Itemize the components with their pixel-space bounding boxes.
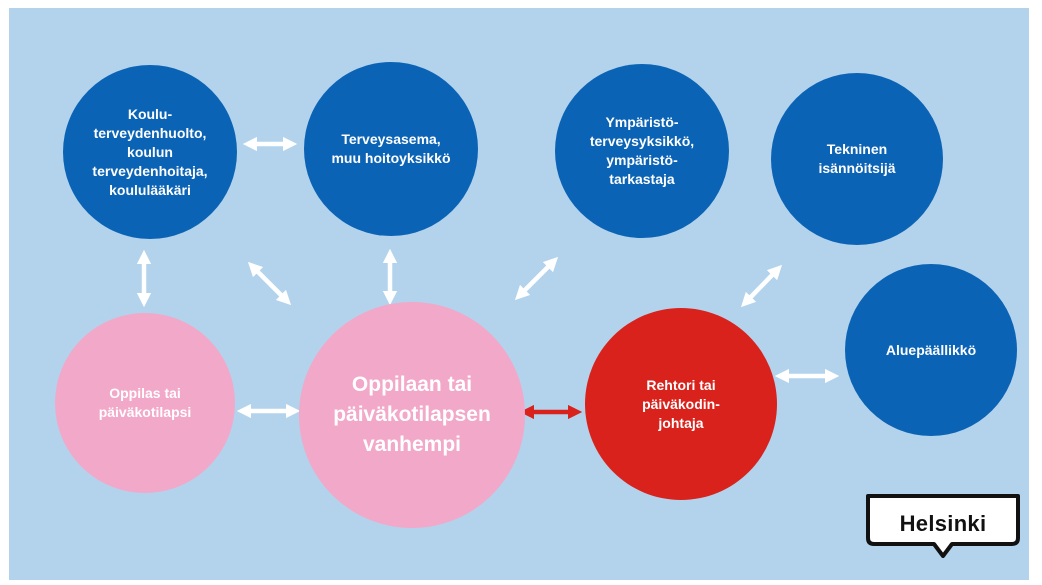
arrow-school-health-to-parent (247, 261, 292, 306)
node-environmental: Ympäristö- terveysyksikkö, ympäristö- ta… (555, 64, 729, 238)
node-parent: Oppilaan tai päiväkotilapsen vanhempi (299, 302, 525, 528)
node-principal: Rehtori tai päiväkodin- johtaja (585, 308, 777, 500)
node-pupil-label: Oppilas tai päiväkotilapsi (98, 385, 192, 420)
node-pupil: Oppilas tai päiväkotilapsi (55, 313, 235, 493)
node-school-health: Koulu- terveydenhuolto, koulun terveyden… (63, 65, 237, 239)
arrow-environmental-to-parent (514, 256, 559, 301)
node-environmental-label: Ympäristö- terveysyksikkö, ympäristö- ta… (589, 114, 695, 187)
node-school-health-label: Koulu- terveydenhuolto, koulun terveyden… (92, 105, 208, 198)
node-health-station-label: Terveysasema, muu hoitoyksikkö (331, 131, 451, 166)
node-area-manager: Aluepäällikkö (845, 264, 1017, 436)
node-parent-label: Oppilaan tai päiväkotilapsen vanhempi (333, 373, 491, 456)
node-health-station: Terveysasema, muu hoitoyksikkö (304, 62, 478, 236)
node-technical: Tekninen isännöitsijä (771, 73, 943, 245)
node-technical-label: Tekninen isännöitsijä (818, 141, 896, 176)
node-principal-label: Rehtori tai päiväkodin- johtaja (642, 376, 720, 431)
arrow-technical-to-principal (740, 264, 783, 308)
node-area-manager-label: Aluepäällikkö (885, 341, 977, 358)
helsinki-logo (866, 494, 1020, 558)
helsinki-logo-text: Helsinki (899, 511, 987, 536)
